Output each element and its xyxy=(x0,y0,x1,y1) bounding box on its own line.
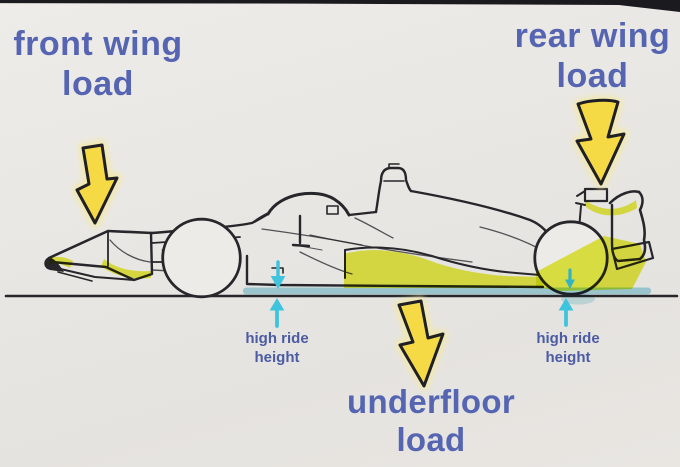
front-wing-load-line2: load xyxy=(62,65,134,103)
front-wing xyxy=(44,229,154,282)
ride-height-rear-ground-arrow-icon xyxy=(558,298,574,327)
underfloor-gap-strip xyxy=(243,287,651,295)
ride-height-arrows xyxy=(269,260,575,328)
ride-height-front-gap-arrow-icon xyxy=(270,260,286,290)
front-wing-highlight xyxy=(101,259,151,279)
high-ride-height-front-line1: high ride xyxy=(245,330,309,347)
diffuser-highlight xyxy=(536,236,646,291)
ride-height-front-ground-arrow-icon xyxy=(269,298,285,328)
underfloor-load-label: underfloor load xyxy=(325,383,537,459)
sidepod-floor-highlight xyxy=(344,250,543,288)
high-ride-height-front-line2: height xyxy=(254,349,300,366)
front-wing-load-label: front wing load xyxy=(8,24,188,104)
front-wing-tip-highlight xyxy=(49,256,73,268)
front-wheel xyxy=(161,217,242,299)
underfloor-gap xyxy=(243,287,651,305)
rear-contact-smudge xyxy=(561,293,595,305)
yellow-highlights xyxy=(49,199,646,291)
front-wing-load-arrow-icon xyxy=(72,139,122,228)
rear-wing-load-line1: rear wing xyxy=(514,17,671,55)
high-ride-height-rear-label: high ride height xyxy=(514,329,622,367)
high-ride-height-rear-line1: high ride xyxy=(536,330,600,347)
underfloor-load-line1: underfloor xyxy=(347,383,515,420)
high-ride-height-rear-line2: height xyxy=(545,349,591,366)
high-ride-height-front-label: high ride height xyxy=(223,329,331,367)
rear-wing-load-label: rear wing load xyxy=(500,16,680,96)
car-body-sketch xyxy=(44,163,577,289)
rear-wing-load-arrow-icon xyxy=(572,95,629,189)
underfloor-load-line2: load xyxy=(396,421,466,458)
underfloor-load-arrow-icon xyxy=(394,296,448,390)
rear-wing-load-line2: load xyxy=(556,57,629,95)
front-wing-load-line1: front wing xyxy=(13,25,183,63)
rear-wing-highlight xyxy=(584,199,637,216)
ride-height-rear-gap-arrow-icon xyxy=(565,268,575,289)
